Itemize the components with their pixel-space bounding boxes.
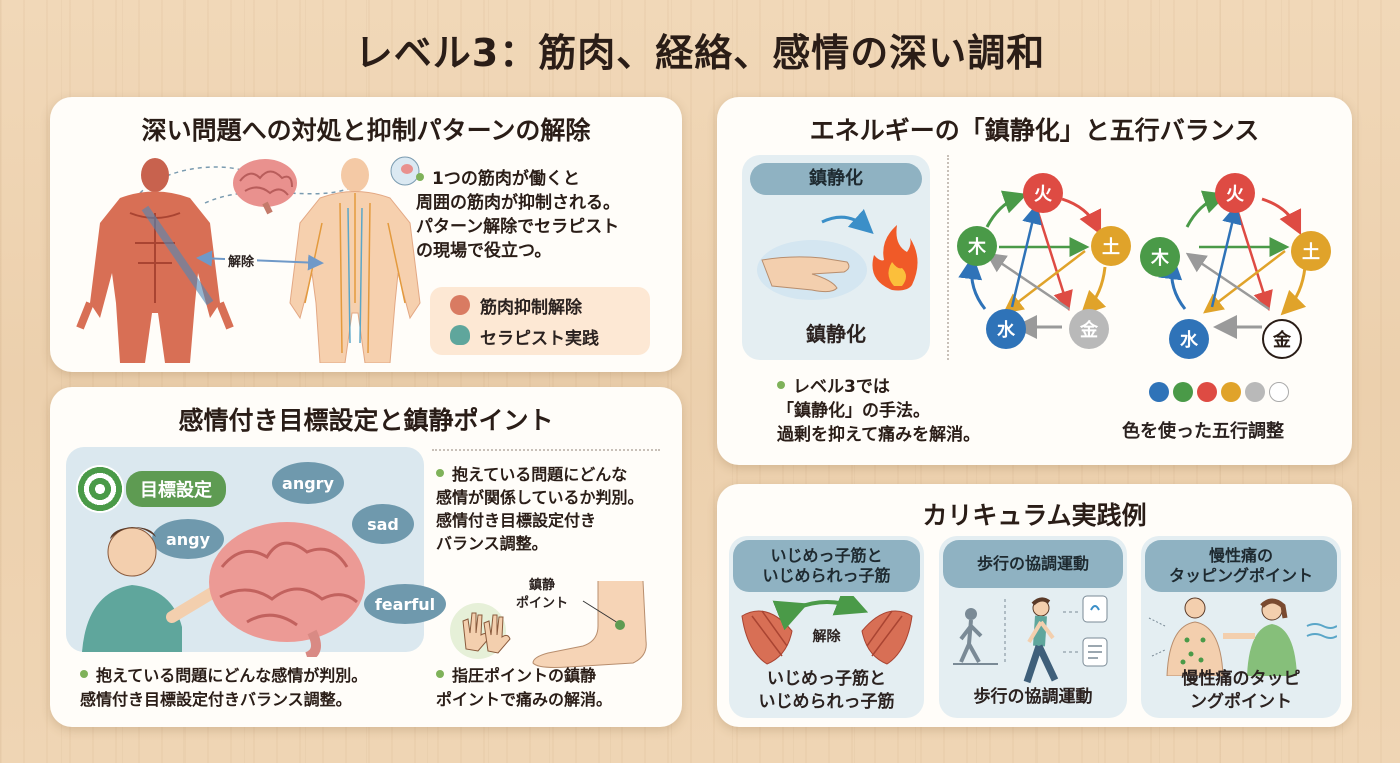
emotion-bubble-sad: sad (352, 504, 414, 544)
goal-label: 目標設定 (126, 471, 226, 507)
water-node-1: 水 (986, 309, 1026, 349)
curriculum-panel-bully-muscle: いじめっ子筋と いじめられっ子筋 解除 いじめっ子筋と いじめられっ子筋 (729, 536, 924, 718)
panel-head: いじめっ子筋と いじめられっ子筋 (733, 540, 920, 592)
emotion-bubble-fearful: fearful (364, 584, 446, 624)
brain-person-illustration (82, 522, 365, 657)
walking-illustration (953, 595, 1108, 684)
sedation-panel-head: 鎮静化 (750, 163, 922, 195)
panel-foot: いじめっ子筋と いじめられっ子筋 (758, 669, 895, 712)
wood-node-1: 木 (957, 226, 997, 266)
brain-illustration (233, 159, 297, 215)
muscles-illustration (741, 596, 913, 665)
panel-foot: 歩行の協調運動 (973, 687, 1093, 707)
color-dot-green (1173, 382, 1193, 402)
earth-node-1: 土 (1091, 226, 1131, 266)
card1-bullet: 1つの筋肉が働くと 周囲の筋肉が抑制される。 パターン解除でセラピスト の現場で… (416, 169, 620, 261)
card-title: カリキュラム実践例 (922, 501, 1147, 530)
page-title: レベル3：筋肉、経絡、感情の深い調和 (354, 31, 1046, 75)
fire-node-2: 火 (1215, 173, 1255, 213)
card3-bottom-left: 抱えている問題にどんな感情が判別。 感情付き目標設定付きバランス調整。 (80, 666, 368, 709)
card-muscle-inhibition: 深い問題への対処と抑制パターンの解除 (50, 97, 682, 372)
head-brain-icon (390, 156, 420, 186)
brain-muscle-icon (450, 295, 470, 315)
meridian-body-figure (289, 158, 421, 363)
five-elements-wheel-1 (958, 190, 1107, 339)
hands-foot-illustration (450, 580, 647, 668)
card-title: 感情付き目標設定と鎮静ポイント (178, 406, 554, 435)
panel-head: 慢性痛の タッピングポイント (1145, 540, 1337, 592)
card-curriculum: カリキュラム実践例 いじめっ子筋と いじめられっ子筋 解除 いじめっ子筋と いじ… (717, 484, 1352, 727)
card3-right-bullet: 抱えている問題にどんな 感情が関係しているか判別。 感情付き目標設定付き バラン… (436, 465, 644, 553)
tapping-illustration (1148, 597, 1337, 676)
body-illustration (76, 156, 421, 363)
card2-bullet: レベル3では 「鎮静化」の手法。 過剰を抑えて痛みを解消。 (777, 377, 981, 445)
emotion-bubble-angy: angy (152, 519, 224, 559)
divider (947, 155, 949, 360)
card-sedation-five-elements: エネルギーの「鎮静化」と五行バランス 鎮静化 鎮静化 (717, 97, 1352, 465)
curriculum-panel-gait: 歩行の協調運動 歩行の協調運動 (939, 536, 1127, 718)
chip-muscle-release: 筋肉抑制解除 (480, 298, 582, 318)
muscle-body-figure (76, 158, 234, 363)
color-dot-gray (1245, 382, 1265, 402)
earth-node-2: 土 (1291, 231, 1331, 271)
sedation-panel-foot: 鎮静化 (806, 322, 866, 346)
emotion-bubble-angry: angry (272, 462, 344, 504)
color-dot-red (1197, 382, 1217, 402)
sedation-panel: 鎮静化 鎮静化 (742, 155, 930, 360)
color-caption: 色を使った五行調整 (1122, 421, 1284, 442)
wood-node-2: 木 (1140, 237, 1180, 277)
panel-head: 歩行の協調運動 (943, 540, 1123, 588)
chip-therapist-practice: セラピスト実践 (480, 329, 599, 349)
metal-node-2: 金 (1262, 319, 1302, 359)
card-title: 深い問題への対処と抑制パターンの解除 (141, 116, 591, 145)
card-emotion-goal: 感情付き目標設定と鎮静ポイント 目標設定 angry angy sad fear… (50, 387, 682, 727)
color-dot-white (1269, 382, 1289, 402)
sedation-point-label: 鎮静 ポイント (516, 578, 569, 611)
color-dot-yellow (1221, 382, 1241, 402)
color-dots (1149, 382, 1293, 406)
card3-divider (432, 449, 660, 451)
therapist-icon (450, 325, 470, 345)
color-dot-blue (1149, 382, 1169, 402)
fire-node-1: 火 (1023, 173, 1063, 213)
panel-foot: 慢性痛のタッピ ングポイント (1181, 669, 1301, 712)
card3-bottom-right: 指圧ポイントの鎮静 ポイントで痛みの解消。 (436, 666, 613, 709)
target-icon (76, 465, 124, 513)
hand-fire-illustration (757, 209, 918, 300)
curriculum-panel-tapping: 慢性痛の タッピングポイント 慢性痛のタッピ ングポイント (1141, 536, 1341, 718)
release-label: 解除 (812, 629, 841, 645)
card-title: エネルギーの「鎮静化」と五行バランス (809, 116, 1260, 145)
release-arrow-label: 解除 (225, 251, 258, 270)
metal-node-1: 金 (1069, 309, 1109, 349)
water-node-2: 水 (1169, 319, 1209, 359)
